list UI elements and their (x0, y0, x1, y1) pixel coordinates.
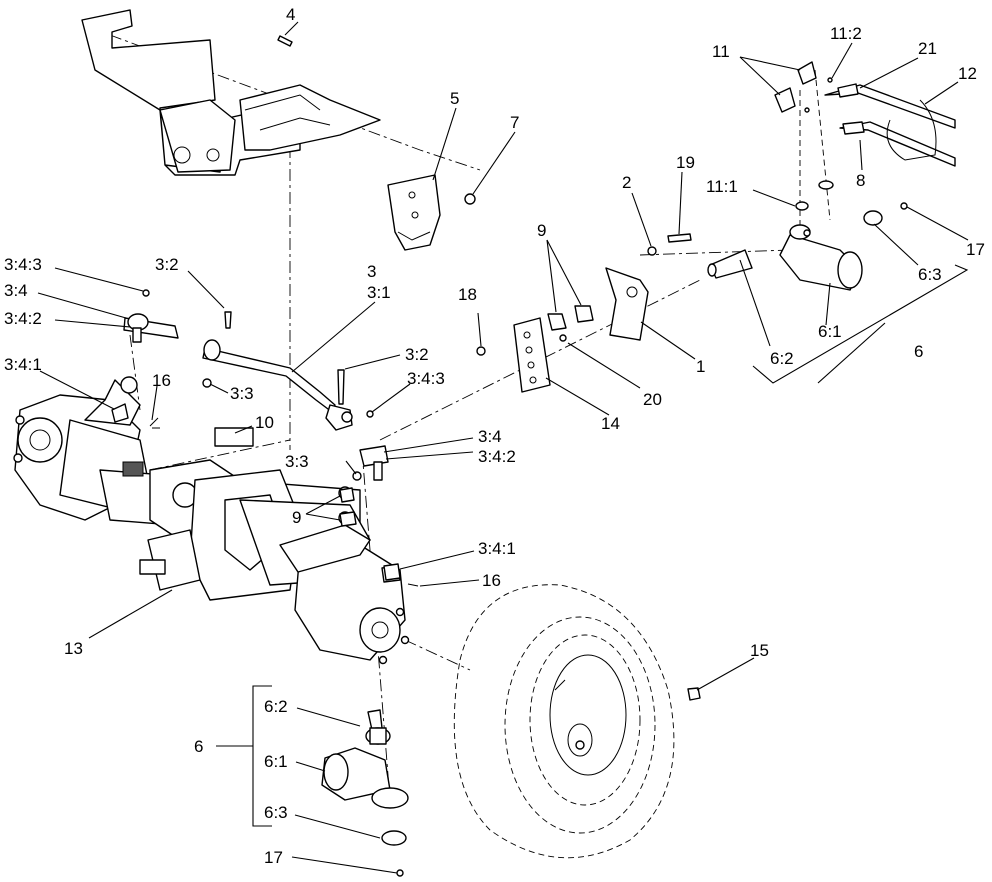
callout-3-4-2-left: 3:4:2 (4, 309, 42, 328)
callout-6-1-low: 6:1 (264, 752, 288, 771)
bolt-7 (464, 193, 476, 205)
callout-3-2-left: 3:2 (155, 255, 179, 274)
plate-14 (513, 317, 551, 393)
callout-6-right: 6 (914, 342, 923, 361)
callout-19: 19 (676, 153, 695, 172)
callout-17-low: 17 (264, 848, 283, 867)
fitting-20 (559, 334, 567, 342)
callout-6-3-low: 6:3 (264, 803, 288, 822)
callout-3-4-3-mid: 3:4:3 (407, 369, 445, 388)
callout-7: 7 (510, 113, 519, 132)
leader-lines (37, 21, 969, 874)
steering-cylinder-6-right (707, 180, 908, 291)
callout-11-2: 11:2 (830, 24, 862, 43)
callout-6-2-low: 6:2 (264, 697, 288, 716)
decal-10 (214, 427, 254, 447)
callout-8: 8 (856, 171, 865, 190)
callout-3-1: 3:1 (367, 283, 391, 302)
nuts-9-top (547, 305, 594, 331)
front-tire-wheel (453, 584, 701, 859)
callout-3-3-left: 3:3 (230, 384, 254, 403)
callout-9-top: 9 (537, 221, 546, 240)
small-hardware (152, 427, 419, 587)
callout-6-2-right: 6:2 (770, 349, 794, 368)
front-axle-13 (13, 376, 410, 665)
bolt-4 (277, 35, 293, 47)
callout-3: 3 (367, 262, 376, 281)
callout-10: 10 (255, 413, 274, 432)
frame-bracket (81, 9, 381, 176)
callout-18: 18 (458, 285, 477, 304)
callout-20: 20 (643, 390, 662, 409)
callout-3-4-1-mid: 3:4:1 (478, 539, 516, 558)
callout-4: 4 (286, 5, 295, 24)
callout-14: 14 (601, 414, 620, 433)
callout-9-mid: 9 (292, 508, 301, 527)
callout-6-3-right: 6:3 (918, 265, 942, 284)
callout-11: 11 (712, 42, 730, 61)
callout-3-4-3-left: 3:4:3 (4, 255, 42, 274)
callout-1: 1 (696, 357, 705, 376)
callout-3-4-mid: 3:4 (478, 427, 502, 446)
nut-18 (476, 346, 486, 356)
callout-13: 13 (64, 639, 83, 658)
callout-11-1: 11:1 (706, 177, 738, 196)
mount-bracket-5 (387, 174, 441, 251)
callout-16-mid: 16 (482, 571, 501, 590)
callout-15: 15 (750, 641, 769, 660)
callout-6-1-right: 6:1 (818, 322, 842, 341)
callout-12: 12 (958, 64, 977, 83)
callout-3-4-2-mid: 3:4:2 (478, 447, 516, 466)
bracket-1 (605, 267, 649, 341)
callout-3-3-mid: 3:3 (285, 452, 309, 471)
bolt-19 (667, 233, 692, 243)
callout-3-2-mid: 3:2 (405, 345, 429, 364)
callout-16-left: 16 (152, 371, 171, 390)
tie-rod-3 (123, 289, 353, 431)
callout-3-4-1-left: 3:4:1 (4, 355, 42, 374)
callout-labels: 4 5 7 11 11:2 21 12 19 2 11:1 8 9 17 6:3… (4, 5, 985, 867)
steering-cylinder-6-lower (321, 709, 409, 877)
callout-21: 21 (918, 39, 937, 58)
callout-5: 5 (450, 89, 459, 108)
callout-2: 2 (622, 173, 631, 192)
hoses-12-21 (774, 61, 956, 167)
washer-2 (647, 246, 657, 256)
tie-rod-end-right (352, 410, 389, 481)
callout-17-right: 17 (966, 240, 985, 259)
callout-6-low: 6 (194, 737, 203, 756)
callout-3-4-left: 3:4 (4, 281, 28, 300)
